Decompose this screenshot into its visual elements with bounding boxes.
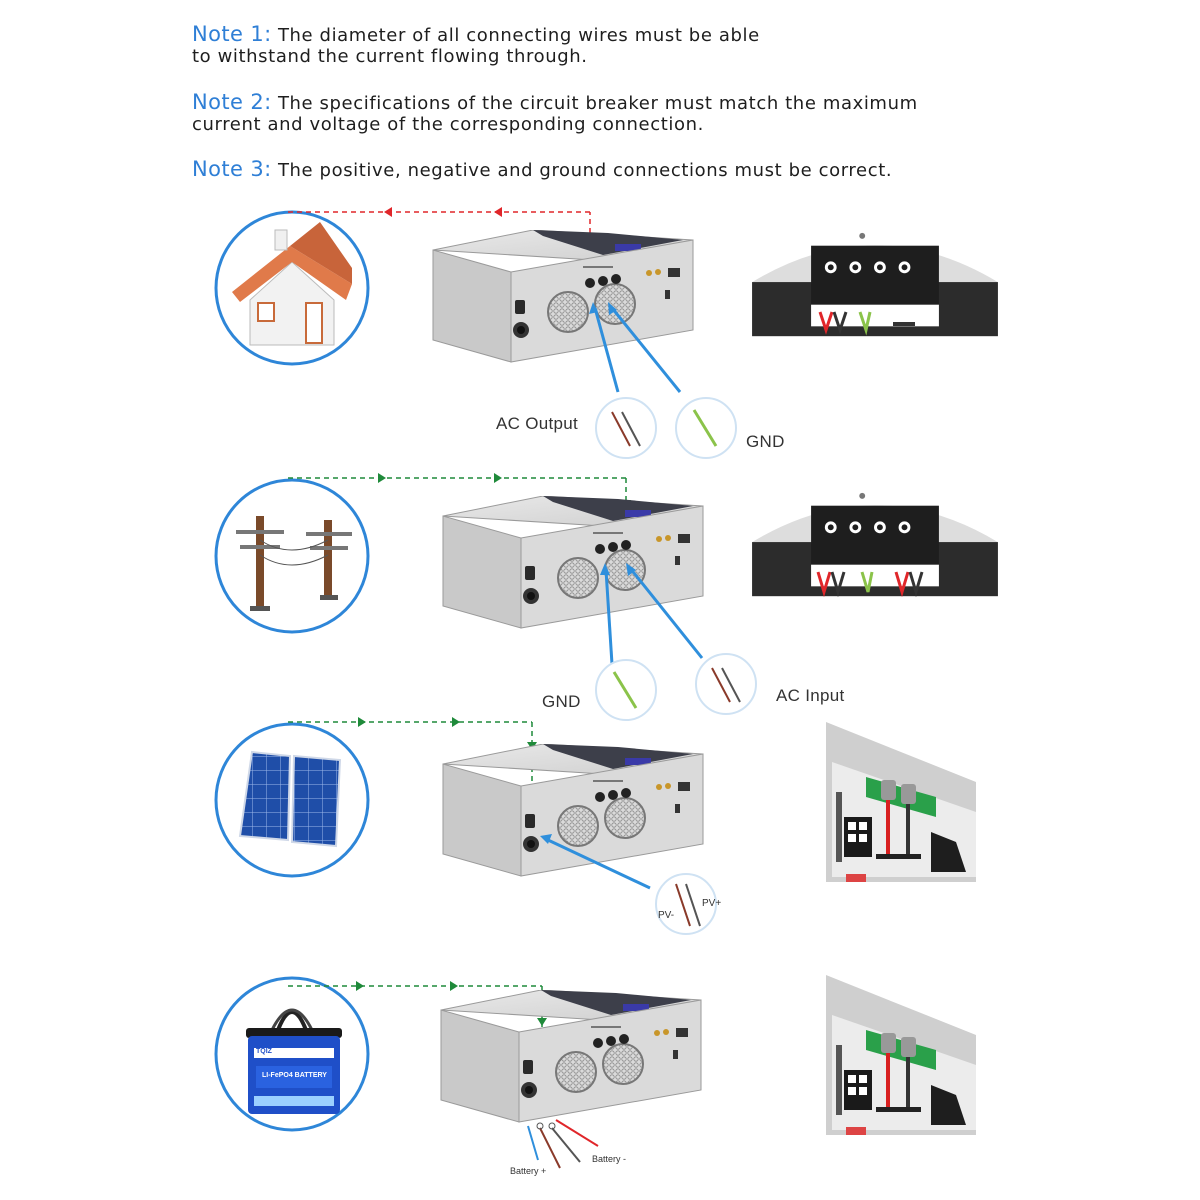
- row-battery: [216, 975, 976, 1168]
- terminal-block-icon: [826, 975, 976, 1135]
- label-gnd-2: GND: [542, 692, 581, 712]
- wire-icon: [696, 654, 756, 714]
- inverter-icon: [441, 990, 701, 1122]
- row-ac-input: [216, 473, 998, 720]
- wire-icon: [596, 398, 656, 458]
- battery-brand: TQIZ: [256, 1048, 272, 1055]
- row-ac-output: [216, 207, 998, 458]
- label-pv-plus: PV+: [702, 898, 721, 909]
- label-ac-input: AC Input: [776, 686, 845, 706]
- label-battery-minus: Battery -: [592, 1154, 626, 1164]
- battery-text: LI-FePO4 BATTERY: [262, 1072, 327, 1079]
- terminal-block-icon: [752, 233, 998, 336]
- terminal-block-icon: [826, 722, 976, 882]
- inverter-icon: [443, 744, 703, 876]
- label-battery-plus: Battery +: [510, 1166, 546, 1176]
- row-pv: [216, 717, 976, 934]
- inverter-icon: [433, 230, 693, 362]
- pole-circle: [216, 480, 368, 632]
- terminal-block-icon: [752, 493, 998, 596]
- label-gnd-1: GND: [746, 432, 785, 452]
- label-pv-minus: PV-: [658, 910, 674, 921]
- label-ac-output: AC Output: [496, 414, 578, 434]
